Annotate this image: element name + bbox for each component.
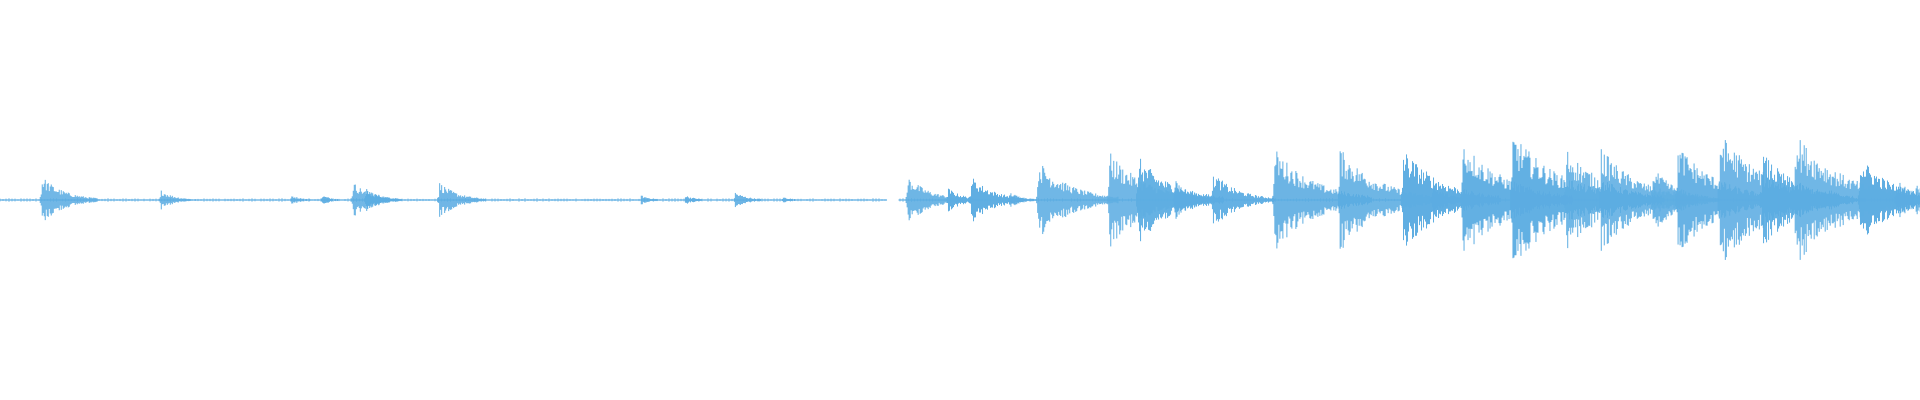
waveform-peak [1172,181,1225,219]
waveform-peak [1429,187,1476,213]
waveform-peak [1036,165,1119,235]
waveform-peak [684,196,702,204]
waveform-peak [1894,182,1920,218]
waveform-peaks [39,140,1920,260]
waveform-peak [733,192,761,208]
waveform-peak [781,197,795,203]
waveform-peak [321,196,339,204]
waveform-peak [39,179,98,221]
waveform-peak [1675,152,1782,248]
waveform-peak [1337,151,1438,249]
waveform-peak [1007,193,1037,207]
waveform-peak [290,196,311,204]
waveform-peak [437,183,487,217]
waveform-peak [1913,185,1920,215]
waveform-peak [1210,176,1275,224]
waveform-peak [364,189,403,211]
waveform-peak [158,190,196,210]
waveform-peak [640,195,658,205]
